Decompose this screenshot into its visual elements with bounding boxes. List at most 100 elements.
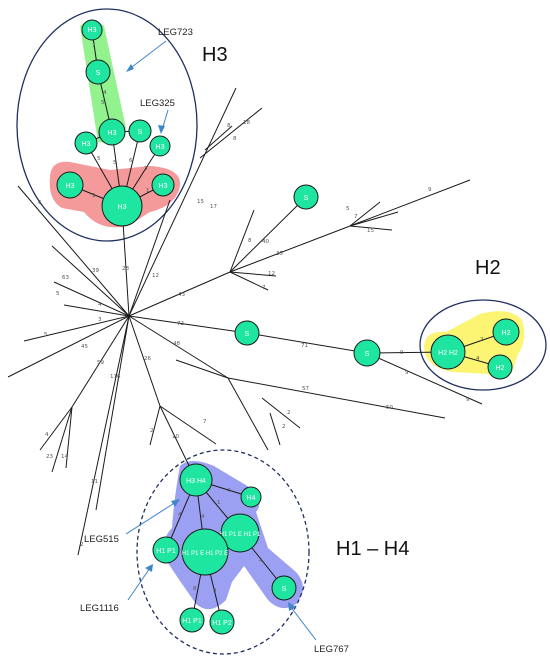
node-h3d: H3 [149,135,171,157]
node-circle [128,119,152,143]
node-label: H2 [502,330,511,337]
edge [227,377,269,451]
node-circle [209,609,235,635]
edge-weight: 10 [172,434,179,440]
node-circle [101,185,143,227]
edge [128,315,248,334]
node-label: H1 P1 E H1 P1 [220,532,261,538]
arrowhead [158,125,165,134]
node-label: H2 [496,365,505,372]
node-label: S [304,195,309,202]
edge [128,315,161,407]
node-label: H3 [159,183,168,190]
edge-weight: 9 [428,187,432,193]
edge [128,315,229,379]
edge-weight: 5 [97,156,101,162]
node-circle [74,131,98,155]
node-circle [430,334,466,370]
edge-weight: 9 [400,350,404,356]
node-s3: S [293,184,319,210]
edge-weight: 5 [44,332,48,338]
callout-leg767: LEG767 [314,644,349,655]
edge-weight: 17 [210,204,217,210]
cluster-outlines [16,8,547,655]
cluster-label-h1-h4: H1 – H4 [336,538,409,560]
edge-weight: 71 [301,343,308,349]
node-h1p2: H1 P2 [209,609,235,635]
edge [349,225,393,231]
edge-weight: 1 [217,500,221,506]
edge-weight: 7 [262,285,266,291]
node-h1p1b: H1 P1 E H1 P2 E [181,528,229,576]
edge [349,201,381,227]
edge [175,359,229,379]
callout-leg723: LEG723 [158,27,193,38]
edge-weight: 5 [101,100,105,106]
edge [269,412,281,446]
edge [229,271,269,291]
edge [229,196,307,273]
edge [261,397,301,429]
node-circle [179,607,205,633]
edge-weight: 12 [152,273,159,279]
arrowhead [171,499,180,507]
edge-weight: 4 [476,356,480,362]
callout-leg325: LEG325 [140,98,175,109]
edge-weight: 50 [386,405,393,411]
edge-weight: 7 [354,214,358,220]
edge [366,352,483,405]
node-h3f: H3 [101,185,143,227]
edge [63,304,130,317]
edge-weight: 40 [262,239,269,245]
h2-cluster-ellipse [419,299,547,391]
node-s4: S [234,320,260,346]
edge [149,405,161,446]
edge-weight: 6 [38,200,42,206]
edge-weight: 11 [91,479,98,485]
edge [7,315,130,378]
edge-weight: 4 [227,488,231,494]
edge-weight: 8 [233,136,237,142]
callout-arrow [127,567,151,601]
edge [23,315,130,342]
node-label: H3 [88,27,97,34]
edge-weight: 4 [45,432,49,438]
edge-weight: 15 [197,199,204,205]
edge-weight: 5 [113,160,117,166]
edge-weight: 6 [129,158,133,164]
node-label: S [96,70,101,77]
edge-weight: 4 [201,514,205,520]
node-label: H3 [118,204,127,211]
edge-weight: 2 [480,337,484,343]
edge-weight: 9 [405,370,409,376]
edge-weight: 2 [282,424,286,430]
edge [229,209,255,273]
edge-weight: 45 [81,344,88,350]
node-circle [98,118,126,146]
edge-weight: 9 [466,397,470,403]
callout-leg515: LEG515 [84,534,119,545]
node-circle [220,513,260,553]
edge-weight: 15 [367,228,374,234]
edge-weight: 1 [92,43,96,49]
edge-weight: 72 [177,321,184,327]
node-circle [181,528,229,576]
edge-weight: 57 [302,386,309,392]
callout-arrow [127,40,167,71]
node-label: H2 H2 [438,350,458,357]
edge [77,315,130,556]
node-h2a: H2 [492,318,520,346]
node-label: H1 P1 [156,548,176,555]
node-h3g: H3 [151,173,175,197]
node-label: S [282,586,287,593]
edge [229,225,351,273]
node-circle [487,354,513,380]
node-label: S [138,129,143,136]
edge-weight: 48 [173,341,180,347]
h3-cluster-ellipse [16,8,198,242]
callout-leg1116: LEG1116 [80,603,119,614]
node-circle [56,171,84,199]
edge-weight: 116 [110,374,121,380]
edge-weight: 1 [92,193,96,199]
edge-weight: 2 [287,410,291,416]
